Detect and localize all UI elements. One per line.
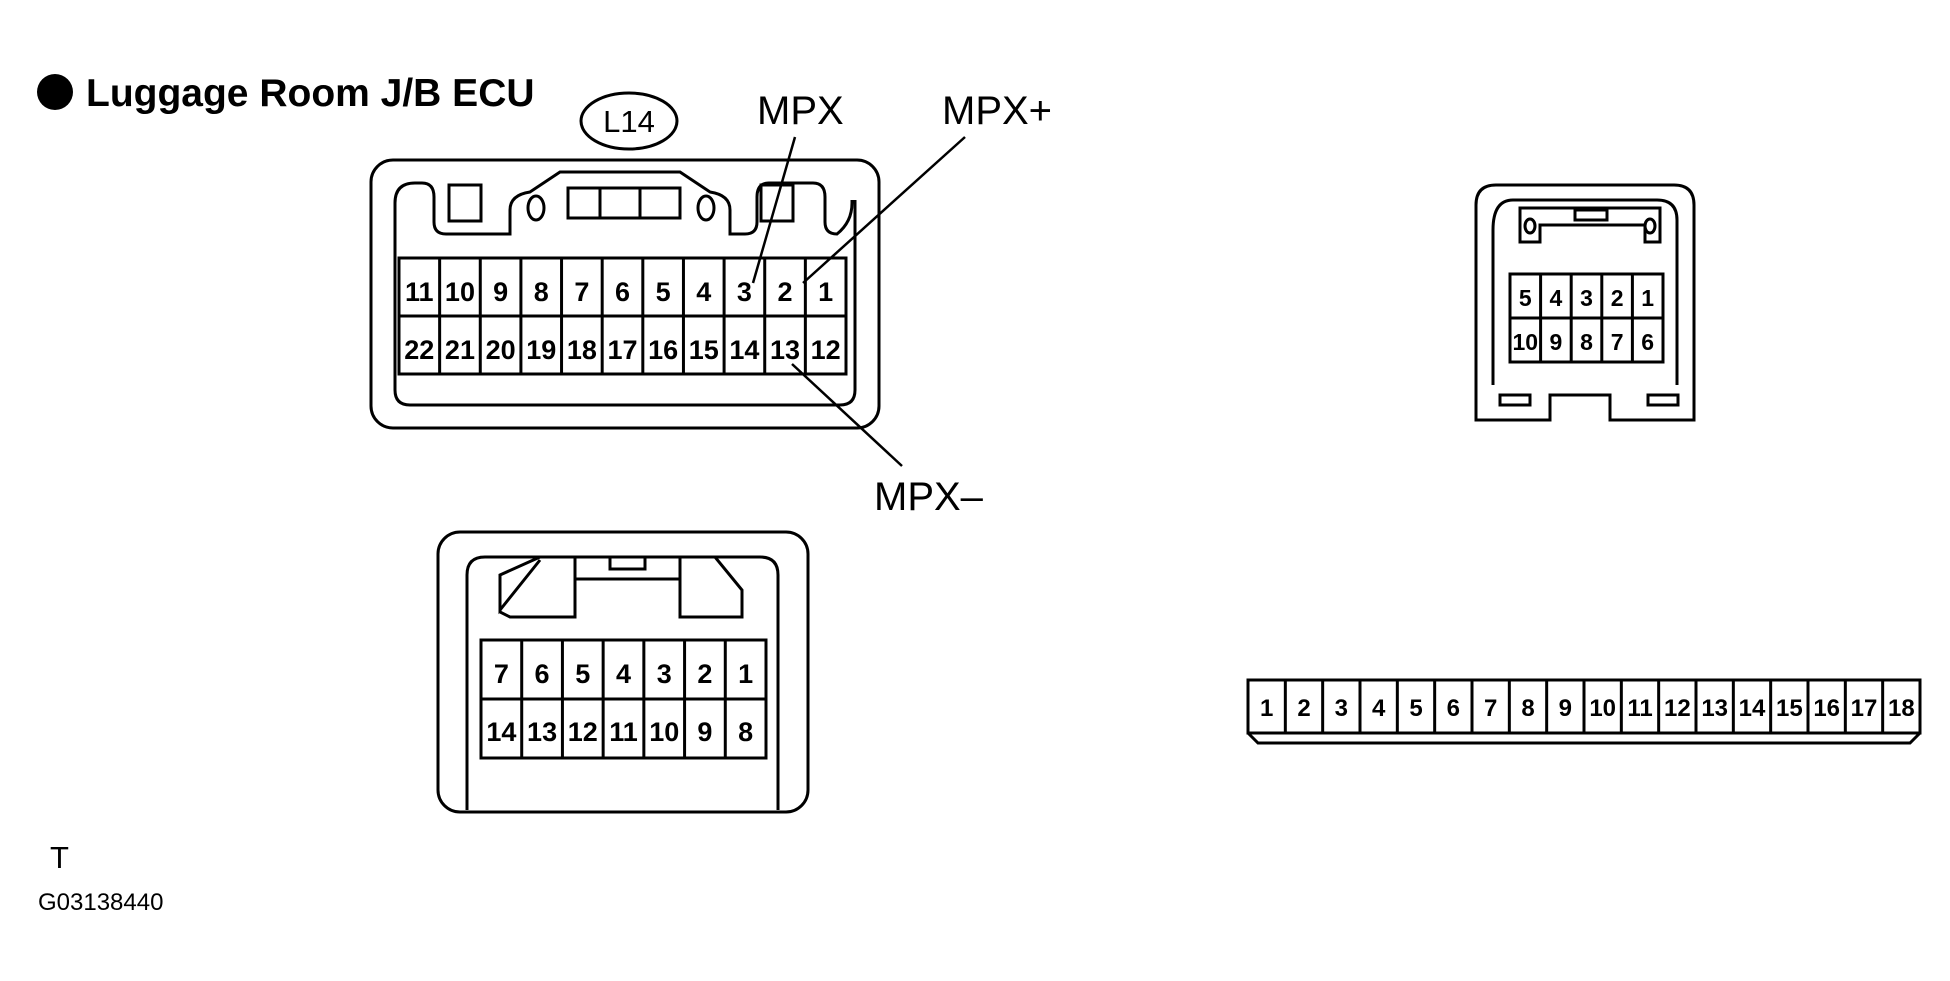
pin-label: 5: [1519, 285, 1532, 311]
pin-label: 8: [738, 717, 753, 747]
pin-label: 13: [770, 335, 800, 365]
pin-label: 2: [697, 659, 712, 689]
pin-label: 13: [527, 717, 557, 747]
connector-10pin: [1474, 183, 1696, 422]
label-mpx-plus: MPX+: [942, 89, 1052, 133]
pin-label: 4: [1372, 695, 1386, 722]
pin-label: 3: [1580, 285, 1593, 311]
figure-id: G03138440: [38, 889, 163, 916]
pin-label: 5: [575, 659, 590, 689]
leader-lines: [751, 136, 966, 467]
pin-label: 1: [818, 277, 833, 307]
connector-code-oval: [579, 91, 679, 151]
pin-label: 13: [1701, 695, 1728, 722]
pin-label: 6: [535, 659, 550, 689]
label-mpx-minus: MPX–: [874, 475, 984, 519]
pin-label: 2: [1297, 695, 1310, 722]
connector-18pin: [1246, 678, 1922, 745]
pin-label: 15: [689, 335, 719, 365]
pin-label: 2: [778, 277, 793, 307]
pin-label: 5: [656, 277, 671, 307]
pin-label: 12: [1664, 695, 1691, 722]
pin-label: 5: [1409, 695, 1422, 722]
pin-label: 17: [607, 335, 637, 365]
pin-label: 12: [811, 335, 841, 365]
pin-label: 22: [404, 335, 434, 365]
pin-label: 3: [1335, 695, 1348, 722]
pin-label: 18: [1888, 695, 1915, 722]
pin-label: 14: [729, 335, 759, 365]
pin-label: 20: [486, 335, 516, 365]
pin-label: 11: [1627, 695, 1652, 722]
pin-label: 1: [1641, 285, 1654, 311]
pin-label: 10: [649, 717, 679, 747]
bullet-icon: [37, 74, 73, 110]
pin-label: 15: [1776, 695, 1803, 722]
pin-label: 10: [445, 277, 475, 307]
pin-label: 16: [648, 335, 678, 365]
pin-label: 21: [445, 335, 475, 365]
pin-label: 9: [1550, 329, 1563, 355]
pin-label: 8: [1580, 329, 1593, 355]
pin-label: 4: [696, 277, 711, 307]
pin-label: 7: [1611, 329, 1624, 355]
pin-label: 17: [1851, 695, 1878, 722]
pin-label: 7: [574, 277, 589, 307]
pin-label: 9: [1559, 695, 1572, 722]
label-mpx: MPX: [757, 89, 844, 133]
pin-label: 9: [697, 717, 712, 747]
pin-label: 9: [493, 277, 508, 307]
pin-label: 4: [1550, 285, 1563, 311]
pin-label: 4: [616, 659, 631, 689]
pin-label: 6: [615, 277, 630, 307]
pin-label: 2: [1611, 285, 1624, 311]
pin-label: 8: [534, 277, 549, 307]
pin-label: 1: [1260, 695, 1273, 722]
pin-label: 11: [609, 717, 638, 747]
pin-label: 14: [486, 717, 516, 747]
pin-label: 11: [405, 277, 434, 307]
pin-label: 10: [1513, 329, 1539, 355]
pin-label: 18: [567, 335, 597, 365]
page-title: Luggage Room J/B ECU: [86, 72, 535, 115]
pin-label: 6: [1641, 329, 1654, 355]
pin-label: 7: [494, 659, 509, 689]
pin-label: 7: [1484, 695, 1497, 722]
connector-14pin: [436, 530, 810, 814]
pin-label: 1: [738, 659, 753, 689]
connector-code: L14: [603, 104, 655, 139]
footer-letter: T: [50, 840, 69, 875]
connector-l14: [369, 158, 881, 430]
pin-label: 3: [737, 277, 752, 307]
pin-label: 8: [1521, 695, 1534, 722]
pin-label: 19: [526, 335, 556, 365]
pin-label: 16: [1813, 695, 1840, 722]
pin-label: 14: [1739, 695, 1766, 722]
pin-label: 12: [568, 717, 598, 747]
pin-label: 6: [1447, 695, 1460, 722]
pin-label: 3: [657, 659, 672, 689]
pin-label: 10: [1589, 695, 1616, 722]
